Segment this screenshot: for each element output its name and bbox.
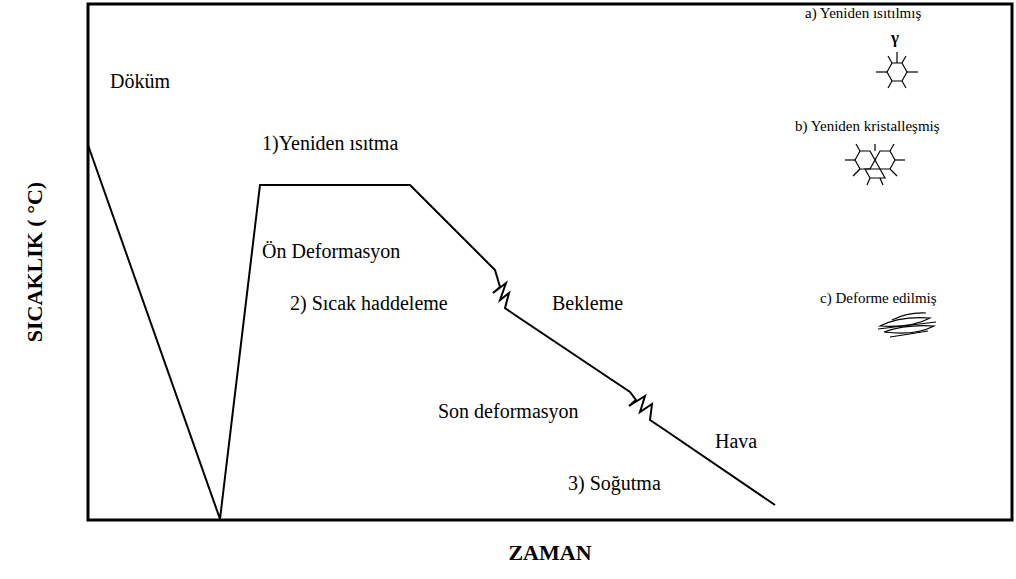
plot-frame bbox=[88, 4, 1012, 520]
stage-label: 2) Sıcak haddeleme bbox=[290, 292, 448, 315]
axis-title: SICAKLIK ( °C) bbox=[22, 182, 47, 342]
recrystallized-grain-icon bbox=[845, 144, 905, 185]
legend-label: a) Yeniden ısıtılmış bbox=[805, 5, 921, 22]
legend-label: c) Deforme edilmiş bbox=[820, 290, 937, 307]
stage-label: Ön Deformasyon bbox=[262, 240, 400, 263]
deformed-grain-icon bbox=[878, 313, 936, 337]
phase-symbol: γ bbox=[891, 28, 899, 48]
temperature-curve bbox=[88, 145, 775, 519]
stage-label: 3) Soğutma bbox=[568, 472, 661, 495]
axis-title: ZAMAN bbox=[508, 540, 591, 565]
stage-label: Döküm bbox=[110, 70, 170, 93]
stage-label: Son deformasyon bbox=[438, 400, 579, 423]
legend-label: b) Yeniden kristalleşmiş bbox=[795, 118, 940, 135]
stage-label: Hava bbox=[715, 430, 757, 453]
stage-label: Bekleme bbox=[552, 292, 623, 315]
reheated-grain-icon bbox=[876, 52, 918, 88]
stage-label: 1)Yeniden ısıtma bbox=[262, 132, 398, 155]
